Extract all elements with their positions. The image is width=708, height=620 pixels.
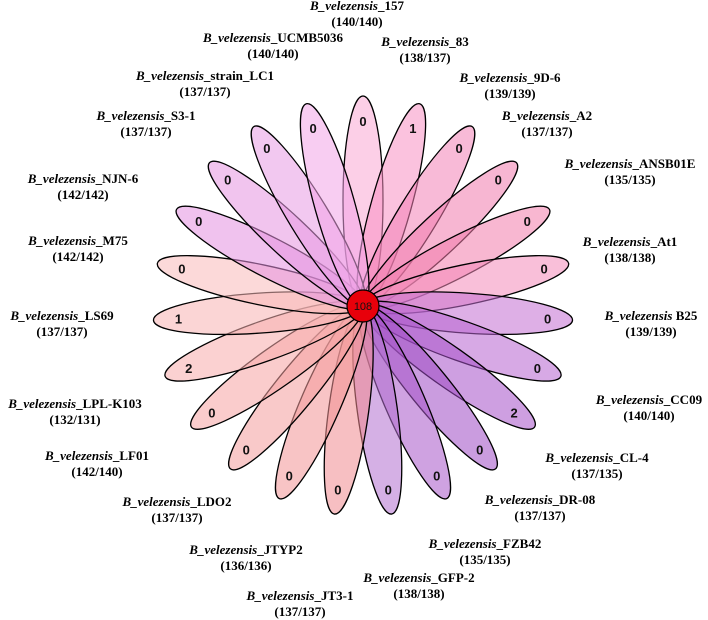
petal-unique-count: 0 bbox=[433, 469, 440, 484]
genome-label: B_velezensis_9D-6 bbox=[458, 70, 561, 85]
label-layer: B_velezensis_157(140/140)B_velezensis_83… bbox=[7, 0, 702, 619]
petal-unique-count: 0 bbox=[243, 443, 250, 458]
petal-unique-count: 0 bbox=[456, 141, 463, 156]
genome-label: B_velezensis_JTYP2 bbox=[188, 542, 302, 557]
genome-ratio: (137/135) bbox=[571, 466, 622, 481]
genome-label: B_velezensis_LS69 bbox=[9, 308, 114, 323]
genome-ratio: (137/137) bbox=[179, 84, 230, 99]
core-layer: 108 bbox=[346, 289, 380, 323]
petal-unique-count: 0 bbox=[224, 173, 231, 188]
genome-ratio: (138/137) bbox=[399, 50, 450, 65]
genome-ratio: (135/135) bbox=[604, 172, 655, 187]
genome-ratio: (140/140) bbox=[247, 46, 298, 61]
genome-label: B_velezensis_M75 bbox=[27, 233, 128, 248]
petal-unique-count: 0 bbox=[541, 261, 548, 276]
genome-ratio: (142/142) bbox=[52, 249, 103, 264]
petal-layer bbox=[152, 95, 574, 515]
petal-unique-count: 0 bbox=[178, 261, 185, 276]
petal-unique-count: 0 bbox=[309, 121, 316, 136]
petal-unique-count: 1 bbox=[175, 312, 182, 327]
genome-ratio: (137/137) bbox=[36, 324, 87, 339]
genome-label: B_velezensis_JT3-1 bbox=[246, 588, 354, 603]
unique-count-layer: 0 1 0 0 0 0 0 0 2 0 0 0 0 0 0 0 2 1 0 0 0 0 0 bbox=[175, 114, 551, 497]
genome-label: B_velezensis_FZB42 bbox=[428, 536, 542, 551]
petal-unique-count: 0 bbox=[495, 173, 502, 188]
genome-ratio: (135/135) bbox=[459, 552, 510, 567]
genome-ratio: (139/139) bbox=[625, 324, 676, 339]
genome-ratio: (137/137) bbox=[120, 124, 171, 139]
genome-ratio: (137/137) bbox=[521, 124, 572, 139]
genome-label: B_velezensis_CC09 bbox=[595, 392, 703, 407]
petal-unique-count: 2 bbox=[185, 361, 192, 376]
genome-label: B_velezensis_NJN-6 bbox=[27, 171, 139, 186]
genome-ratio: (138/138) bbox=[393, 586, 444, 601]
genome-ratio: (137/137) bbox=[151, 510, 202, 525]
petal-unique-count: 2 bbox=[511, 406, 518, 421]
genome-ratio: (137/137) bbox=[514, 508, 565, 523]
genome-label: B_velezensis_DR-08 bbox=[484, 492, 596, 507]
genome-ratio: (139/139) bbox=[484, 86, 535, 101]
petal-unique-count: 0 bbox=[544, 312, 551, 327]
genome-label: B_velezensis_LDO2 bbox=[121, 494, 231, 509]
genome-label: B_velezensis_A2 bbox=[501, 108, 592, 123]
petal-unique-count: 0 bbox=[385, 482, 392, 497]
genome-ratio: (137/137) bbox=[274, 604, 325, 619]
petal-unique-count: 0 bbox=[359, 114, 366, 129]
petal-unique-count: 0 bbox=[334, 482, 341, 497]
genome-ratio: (142/142) bbox=[57, 187, 108, 202]
genome-label: B_velezensis_CL-4 bbox=[544, 450, 649, 465]
petal-unique-count: 0 bbox=[263, 141, 270, 156]
genome-label: B_velezensis_LF01 bbox=[44, 448, 149, 463]
genome-ratio: (138/138) bbox=[604, 250, 655, 265]
genome-ratio: (136/136) bbox=[220, 558, 271, 573]
petal-unique-count: 0 bbox=[208, 406, 215, 421]
petal-unique-count: 0 bbox=[195, 214, 202, 229]
petal-unique-count: 1 bbox=[409, 121, 416, 136]
genome-label: B_velezensis_GFP-2 bbox=[362, 570, 474, 585]
petal-unique-count: 0 bbox=[286, 469, 293, 484]
core-circle bbox=[346, 289, 380, 323]
genome-label: B_velezensis_strain_LC1 bbox=[135, 68, 274, 83]
genome-label: B_velezensis_LPL-K103 bbox=[7, 396, 142, 411]
genome-ratio: (142/140) bbox=[71, 464, 122, 479]
genome-label: B_velezensis_ANSB01E bbox=[564, 156, 696, 171]
petal-unique-count: 0 bbox=[534, 361, 541, 376]
genome-label: B_velezensis_157 bbox=[309, 0, 404, 13]
core-count: 108 bbox=[354, 301, 372, 313]
genome-ratio: (140/140) bbox=[623, 408, 674, 423]
genome-ratio: (140/140) bbox=[331, 14, 382, 29]
genome-label: B_velezensis_83 bbox=[380, 34, 469, 49]
genome-label: B_velezensis_UCMB5036 bbox=[202, 30, 344, 45]
genome-ratio: (132/131) bbox=[49, 412, 100, 427]
genome-label: B_velezensis_At1 bbox=[582, 234, 678, 249]
genome-label: B_velezensis B25 bbox=[604, 308, 698, 323]
genome-label: B_velezensis_S3-1 bbox=[96, 108, 196, 123]
petal-unique-count: 0 bbox=[476, 443, 483, 458]
petal-unique-count: 0 bbox=[524, 214, 531, 229]
